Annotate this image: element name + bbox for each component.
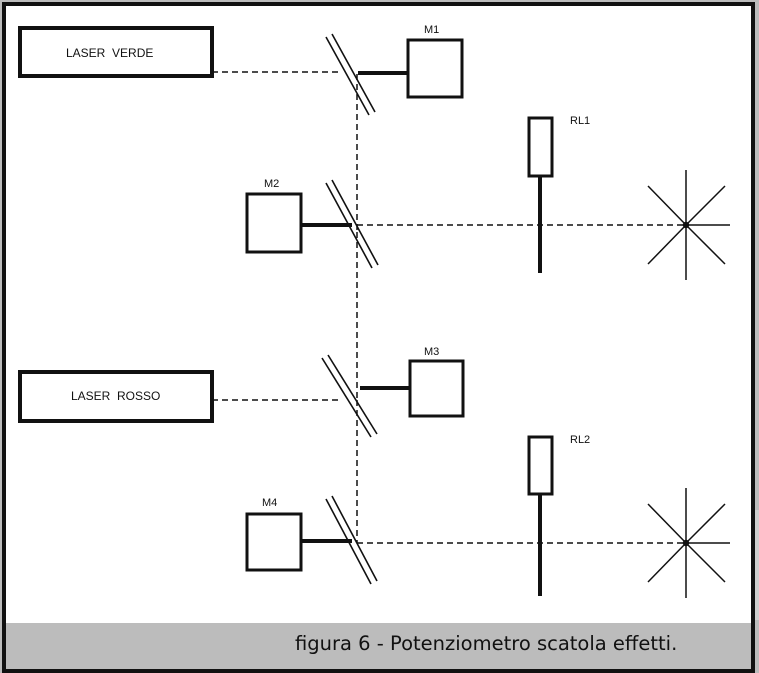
laser-rosso-label: LASER ROSSO	[71, 389, 160, 403]
laser-verde-label: LASER VERDE	[66, 46, 153, 60]
motor-m1-box	[406, 38, 464, 99]
m2-label: M2	[264, 178, 279, 190]
mirror-m1	[325, 33, 376, 116]
m1-label: M1	[424, 24, 439, 36]
motor-boxes	[245, 38, 465, 572]
motor-m2-box	[245, 192, 303, 254]
dashed-beams	[212, 71, 686, 544]
starburst-top	[647, 170, 730, 280]
diagram-background	[6, 6, 751, 623]
rl1-label: RL1	[570, 115, 590, 127]
motor-m3-box	[408, 359, 465, 418]
motor-m4-box	[245, 512, 303, 572]
mirror-m3	[321, 354, 378, 438]
motor-shafts	[301, 71, 410, 543]
starburst-bottom	[647, 488, 730, 598]
relay-rl2	[527, 435, 554, 596]
m4-label: M4	[262, 497, 277, 509]
figure-caption: figura 6 - Potenziometro scatola effetti…	[295, 632, 678, 655]
relay-rl1	[527, 116, 554, 273]
m3-label: M3	[424, 346, 439, 358]
rl2-label: RL2	[570, 434, 590, 446]
laser-rosso-box	[18, 370, 214, 423]
laser-verde-box	[18, 26, 214, 78]
